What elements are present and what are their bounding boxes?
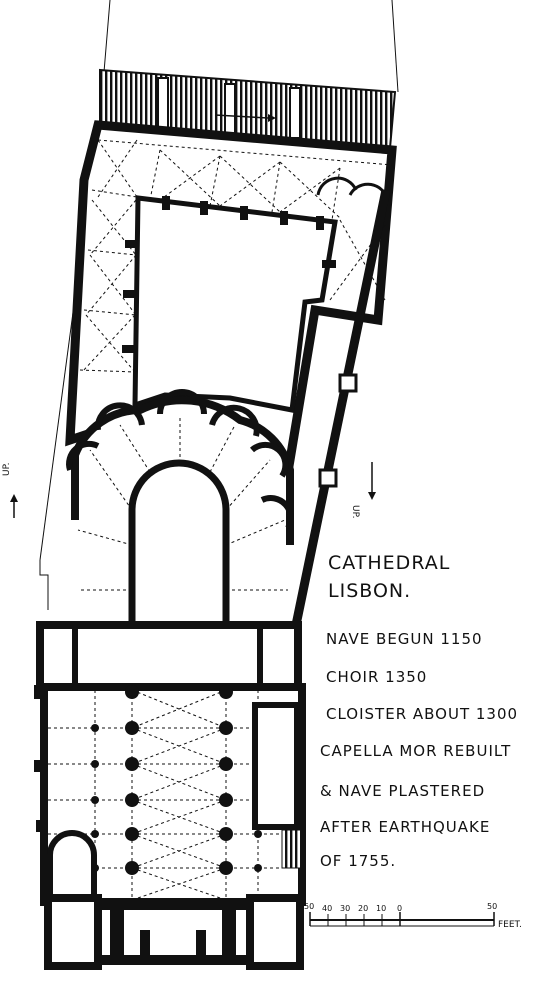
note-nave-plastered: & NAVE PLASTERED [320,782,486,800]
scale-tick-40: 40 [322,904,333,913]
stair-arrow-right [368,462,376,500]
stair-label-left: UP. [2,462,12,476]
stair-arrow-left [10,494,18,518]
scale-tick-50-left: 50 [304,902,315,911]
cloister [65,120,397,468]
stair-label-right: UP. [350,505,360,519]
plan-title-line2: LISBON. [328,580,412,602]
nave [34,683,306,906]
plan-title-line1: CATHEDRAL [328,552,451,574]
west-front [44,894,304,970]
scale-tick-50-right: 50 [487,902,498,911]
scale-bar [309,912,495,927]
note-earthquake: AFTER EARTHQUAKE [320,818,491,836]
note-year: OF 1755. [320,852,397,870]
note-nave: NAVE BEGUN 1150 [326,630,483,648]
scale-tick-20: 20 [358,904,369,913]
scale-unit: FEET. [498,920,522,930]
scale-tick-30: 30 [340,904,351,913]
transept [36,621,302,691]
scale-tick-0: 0 [397,904,403,913]
note-choir: CHOIR 1350 [326,668,428,686]
east-wall [291,189,391,626]
scale-tick-10: 10 [376,904,387,913]
chevet [66,389,294,625]
note-capella-mor: CAPELLA MOR REBUILT [320,742,512,760]
note-cloister: CLOISTER ABOUT 1300 [326,705,519,723]
